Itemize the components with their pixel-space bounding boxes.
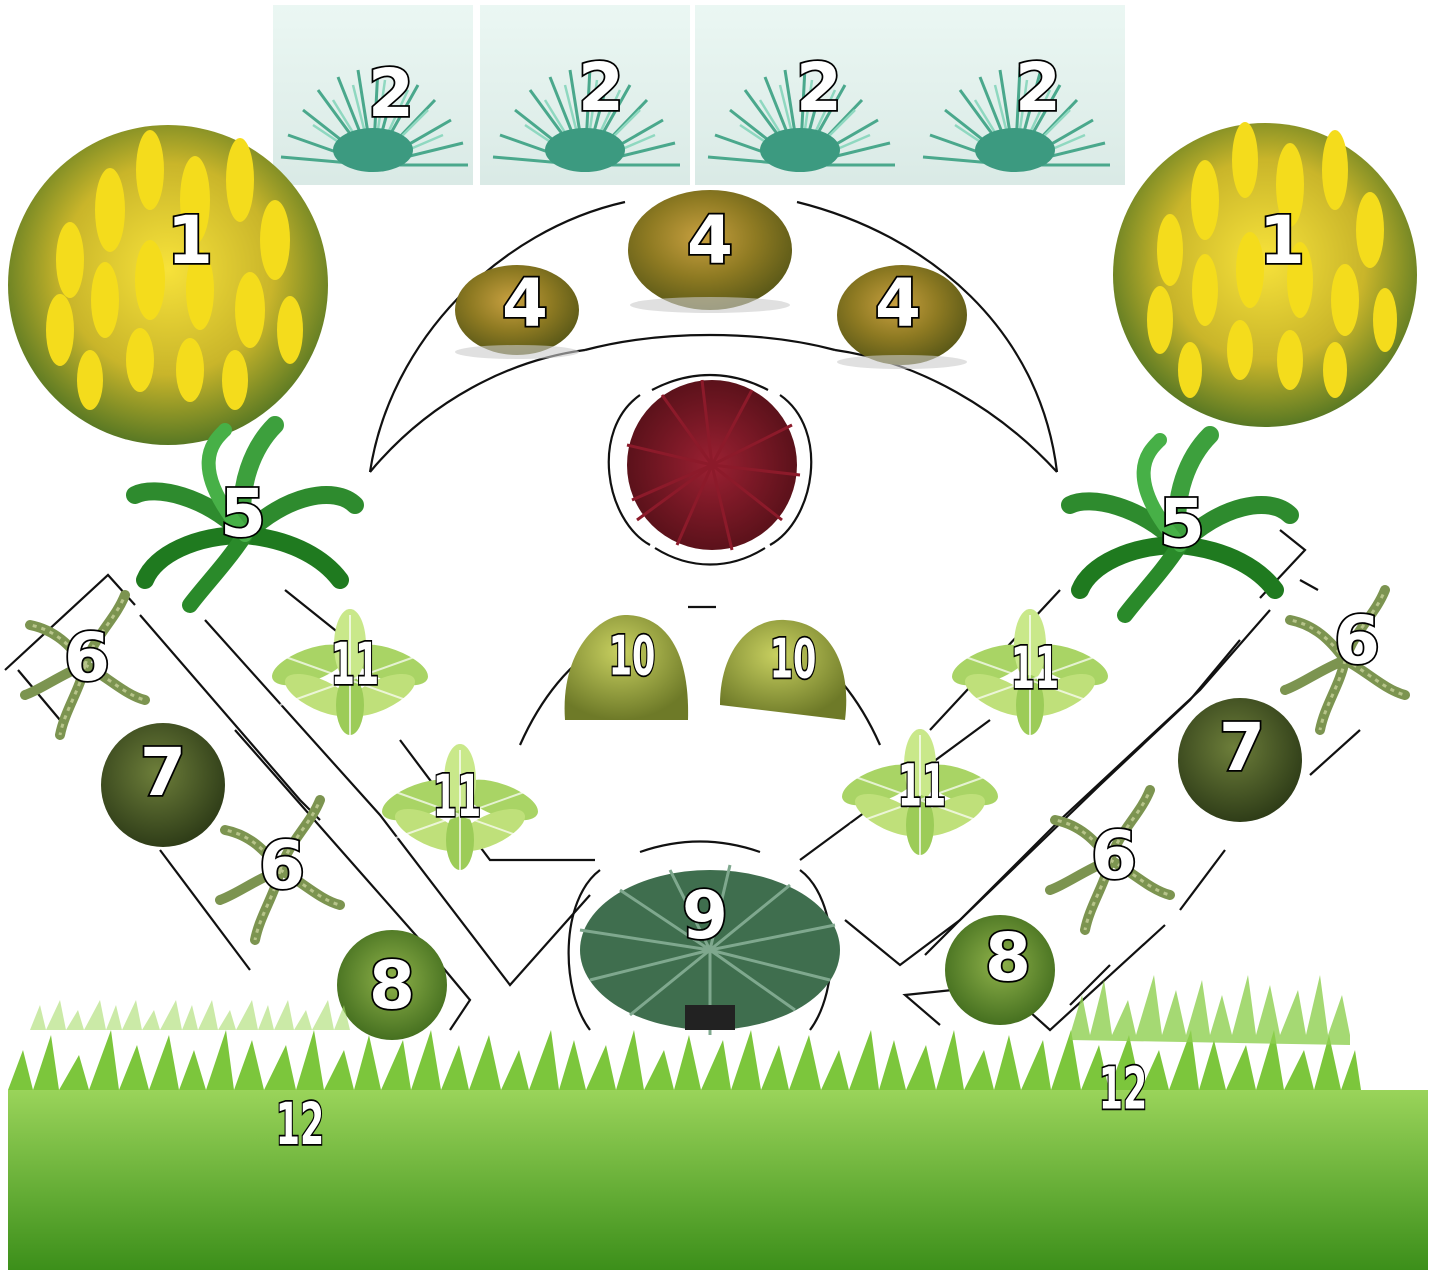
label-2-b: 2 [578,49,624,126]
label-11-right-top: 11 [1011,636,1059,703]
label-2-d: 2 [1015,49,1061,126]
label-11-left-top: 11 [331,632,379,699]
label-8-right: 8 [985,919,1031,996]
label-10-left: 10 [609,624,656,688]
label-12-right: 12 [1099,1057,1147,1124]
label-6-right-bottom: 6 [1091,817,1137,894]
red-barberry [627,380,800,550]
label-7-left: 7 [140,734,186,811]
label-8-left: 8 [369,947,415,1024]
label-4-right: 4 [875,265,921,342]
label-11-left-bottom: 11 [433,764,481,831]
label-7-right: 7 [1219,709,1265,786]
label-5-right: 5 [1159,485,1205,562]
label-9: 9 [682,877,728,954]
loosestrife-left [8,125,328,445]
label-5-left: 5 [220,475,266,552]
label-6-left-top: 6 [64,619,110,696]
label-2-a: 2 [368,55,414,132]
label-2-c: 2 [796,49,842,126]
label-1-left: 1 [167,202,213,279]
label-12-left: 12 [276,1092,324,1159]
label-6-left-bottom: 6 [259,827,305,904]
label-1-right: 1 [1259,202,1305,279]
label-10-right: 10 [770,627,817,691]
label-11-right-bottom: 11 [898,754,946,821]
label-4-top: 4 [687,202,733,279]
label-4-left: 4 [502,265,548,342]
label-6-right-top: 6 [1334,602,1380,679]
